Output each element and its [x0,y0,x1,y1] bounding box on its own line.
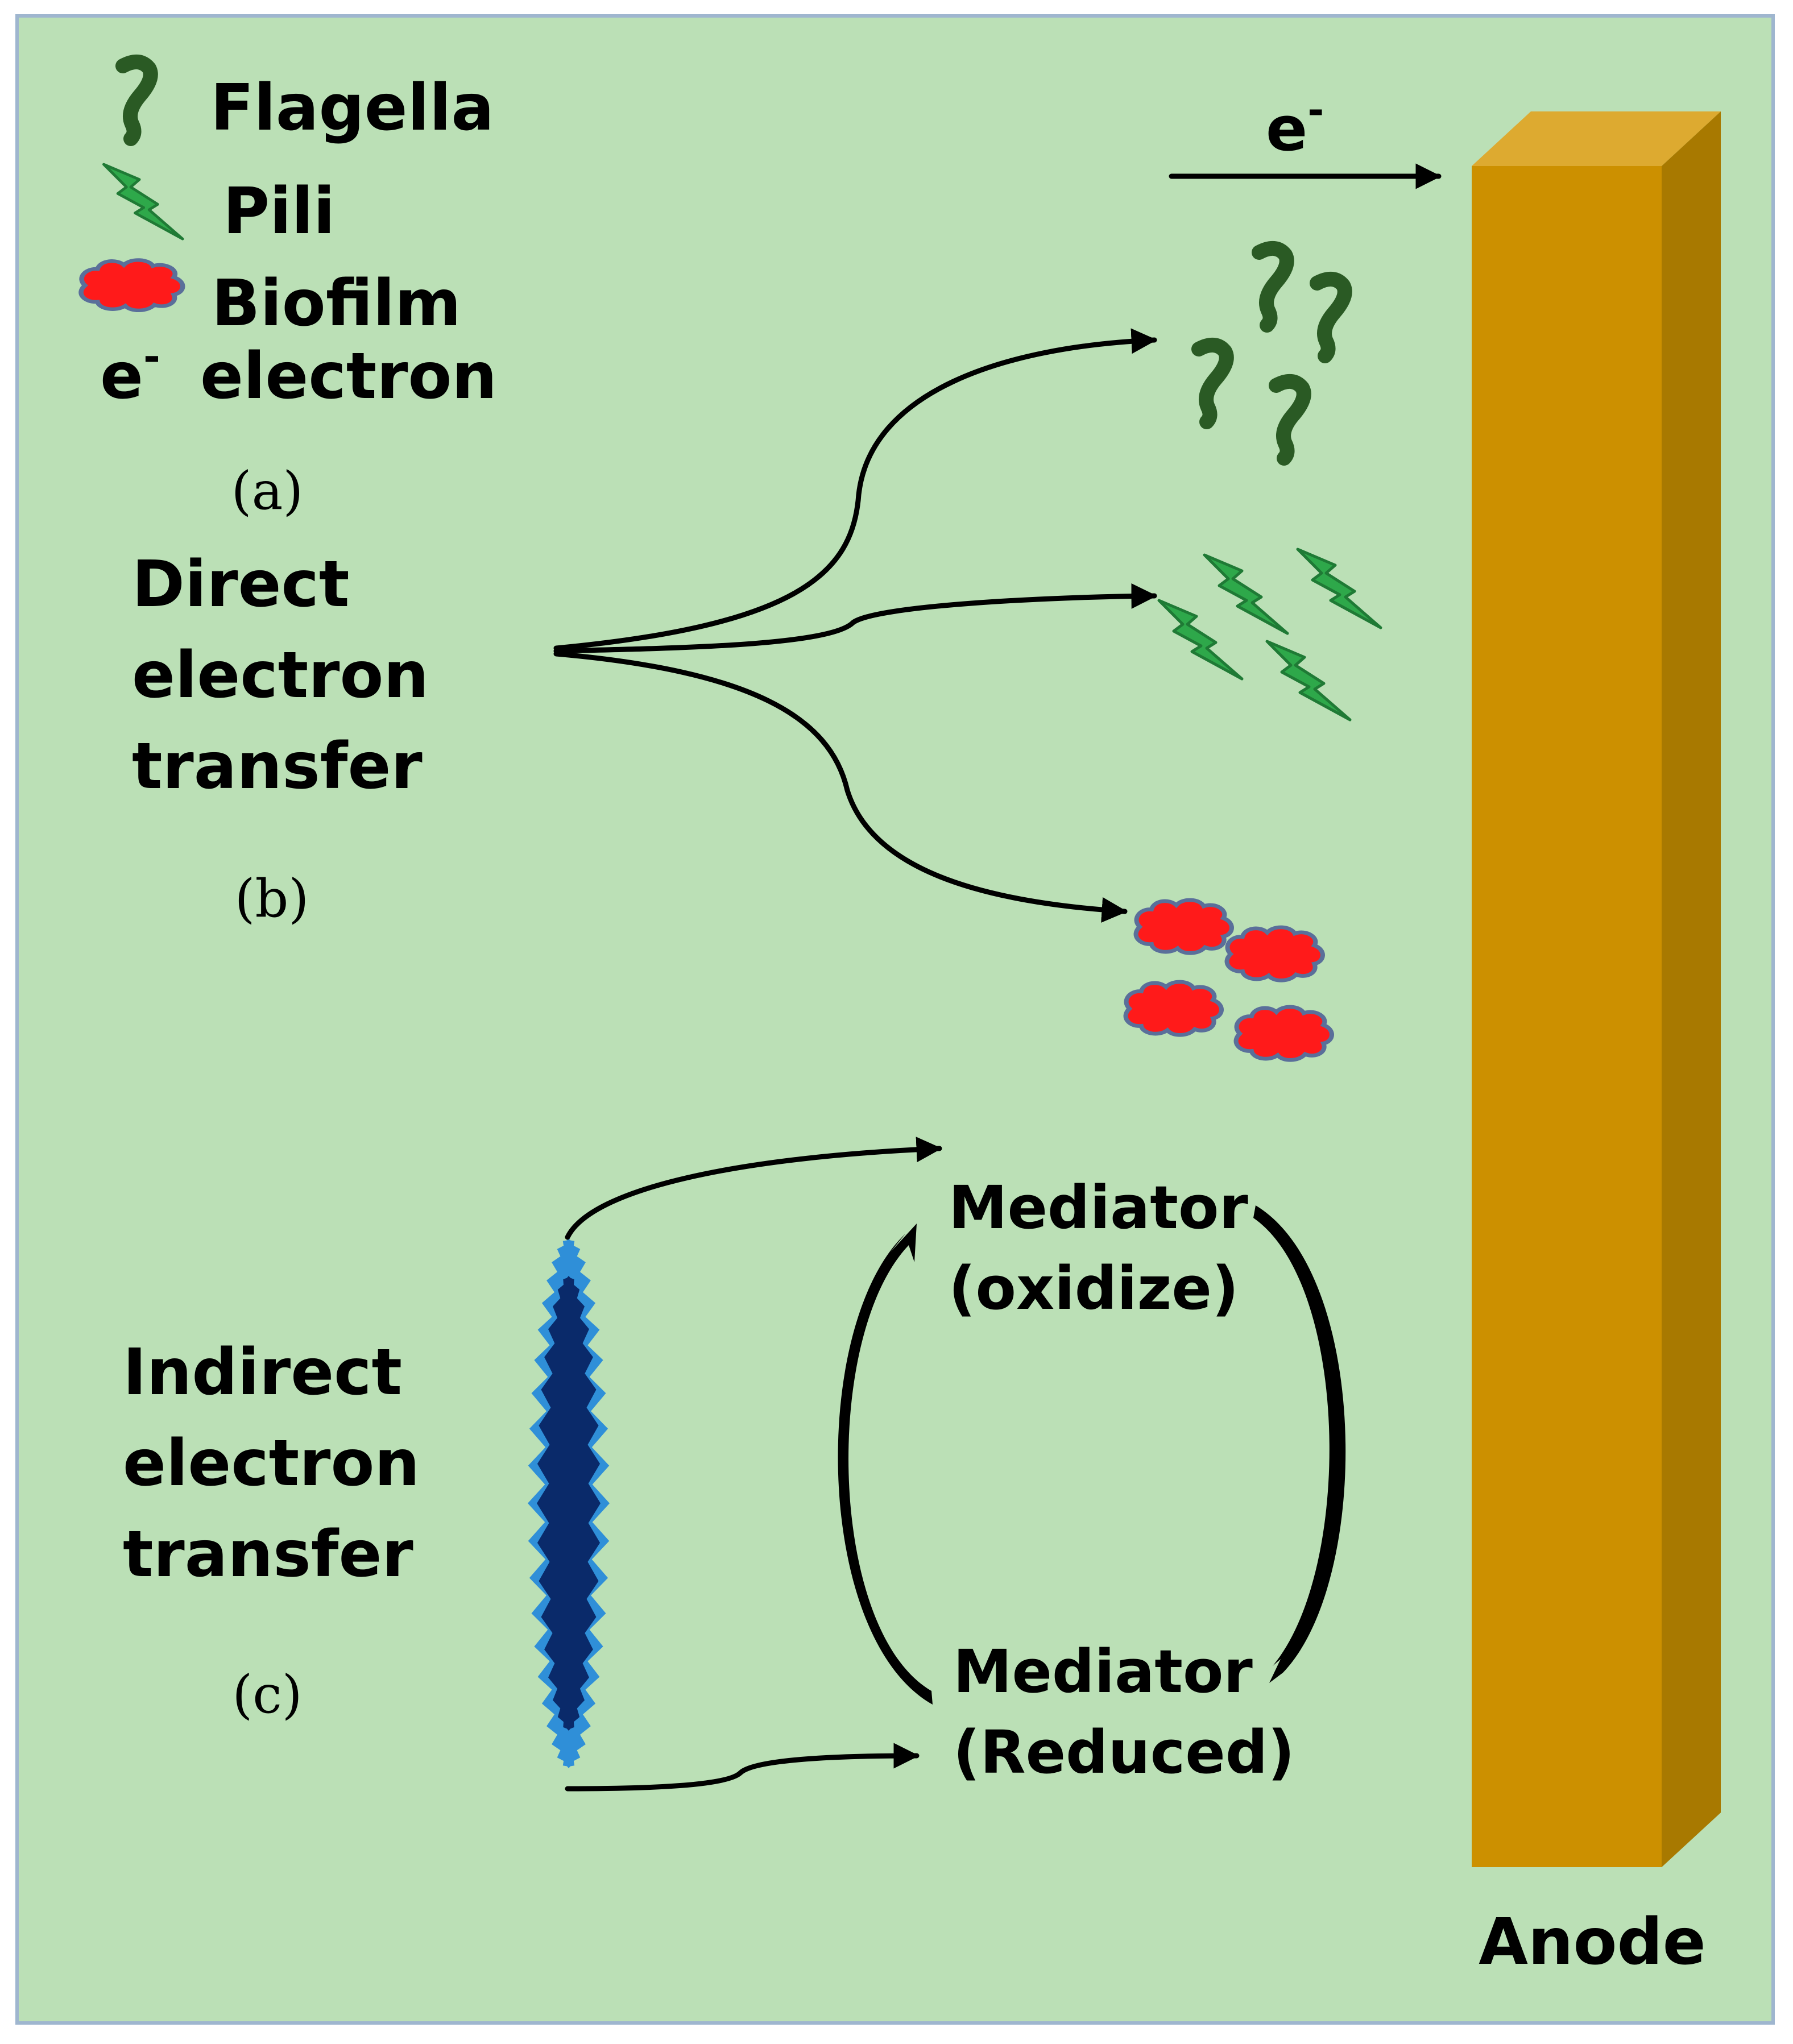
direct-transfer-label: Direct electron transfer [132,548,429,803]
legend-electron-symbol: e- [100,333,160,413]
legend-pili-label: Pili [223,175,335,248]
arrow-to-flagella [553,328,1157,651]
indirect-line-3: transfer [123,1518,413,1591]
direct-transfer-arrows [553,328,1157,923]
direct-line-2: electron [132,639,429,712]
biofilm-icon [1236,1007,1332,1060]
mediator-oxidized-line-1: Mediator [949,1173,1248,1242]
cycle-arrow-right [1253,1205,1346,1683]
electron-flow-label: e- [1266,87,1324,165]
direct-line-1: Direct [132,548,349,621]
anode-side-face [1662,111,1721,1867]
biofilm-icon [1126,982,1221,1035]
legend: Flagella Pili Biofilm e- electron [81,62,497,413]
cycle-arrow-left [838,1224,933,1705]
direct-line-3: transfer [132,729,423,803]
anode-front-face [1472,166,1662,1867]
redox-cycle [838,1205,1346,1705]
arrow-to-biofilm [553,651,1128,923]
microbe-cell-icon [528,1238,610,1768]
biofilm-icon [81,260,183,310]
indirect-line-1: Indirect [123,1336,402,1409]
indirect-transfer-label: Indirect electron transfer [123,1336,420,1591]
arrow-cell-to-mediator-oxidized [565,1137,942,1240]
legend-electron-label: electron [200,339,497,413]
legend-flagella-label: Flagella [210,71,494,145]
panel-label-c: (c) [232,1664,302,1725]
anode-label: Anode [1479,1905,1706,1979]
mediator-reduced-line-1: Mediator [953,1637,1253,1706]
mediator-oxidized-label: Mediator (oxidize) [949,1173,1248,1323]
biofilm-icon [1227,927,1323,980]
anode-electrode [1472,111,1721,1867]
anode-top-face [1472,111,1721,166]
panel-label-b: (b) [235,868,309,929]
microbe-cell-inner [537,1276,601,1731]
arrow-to-pili [553,583,1157,654]
mediator-oxidized-line-2: (oxidize) [949,1254,1239,1323]
indirect-line-2: electron [123,1427,420,1500]
arrow-cell-to-mediator-reduced [565,1743,920,1792]
mediator-reduced-line-2: (Reduced) [953,1718,1295,1787]
panel-label-a: (a) [231,461,304,521]
legend-biofilm-label: Biofilm [212,267,461,341]
mediator-reduced-label: Mediator (Reduced) [953,1637,1295,1787]
biofilm-icon [1136,900,1232,953]
